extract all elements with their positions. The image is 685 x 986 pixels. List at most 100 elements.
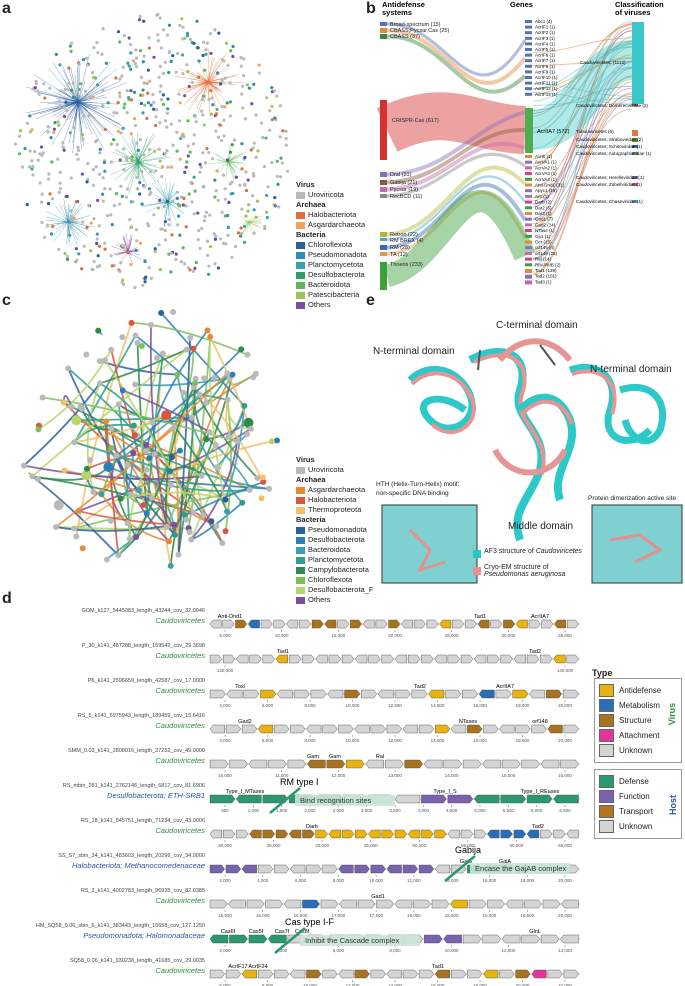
network-node <box>174 252 178 256</box>
type-legend-virus-item: Metabolism <box>599 698 677 713</box>
network-node <box>29 473 36 480</box>
network-node <box>127 97 131 101</box>
network-node <box>158 121 162 125</box>
legend-swatch <box>296 576 305 584</box>
network-node <box>178 233 182 237</box>
network-node <box>83 465 90 472</box>
genome-taxon: Caudoviricetes <box>155 721 205 730</box>
legend-swatch <box>296 596 305 604</box>
legend-c: Virus Uroviricota Archaea Asgardarchaeot… <box>296 455 373 605</box>
network-node <box>163 60 167 64</box>
sankey-gene-node <box>525 280 532 285</box>
network-node <box>79 545 86 552</box>
network-node <box>128 319 135 326</box>
network-node <box>272 89 277 93</box>
network-node <box>96 198 100 203</box>
network-node <box>247 203 251 207</box>
sankey-gene-label: AcrIF12 (1) <box>535 86 558 91</box>
sankey-gene-main-node <box>525 108 533 153</box>
network-node <box>62 105 66 110</box>
sankey-gene-label: AcrIF3 (1) <box>535 36 556 41</box>
axis-tick-label: 12,000 <box>331 773 345 778</box>
network-node <box>130 155 134 159</box>
network-node <box>76 148 81 153</box>
axis-tick-label: 1,500 <box>276 808 288 813</box>
gene-arrow <box>521 759 540 769</box>
network-node <box>125 158 129 162</box>
network-node <box>97 244 102 248</box>
sankey-gene-label: Tad3 (1) <box>535 279 552 284</box>
gene-arrow <box>370 724 386 734</box>
af3-swatch <box>473 550 481 558</box>
gene-arrow <box>566 829 579 839</box>
network-node <box>167 468 174 475</box>
network-node <box>65 257 70 261</box>
axis-tick-label: 6,000 <box>262 738 274 743</box>
network-node <box>239 231 244 235</box>
gene-label: Cas6f <box>221 929 236 935</box>
network-node <box>75 507 82 514</box>
axis-tick-label: 16,000 <box>473 738 487 743</box>
network-node <box>48 86 52 90</box>
network-node <box>207 150 211 155</box>
type-legend-title: Type <box>592 668 613 678</box>
gene-arrow <box>287 759 307 769</box>
network-node <box>196 238 200 242</box>
network-node <box>275 174 280 178</box>
network-node <box>161 93 165 97</box>
network-node <box>192 133 196 137</box>
network-node <box>175 196 179 200</box>
network-node <box>133 61 137 66</box>
gene-arrow <box>209 724 225 734</box>
network-node <box>57 123 61 127</box>
network-node <box>262 165 267 169</box>
network-node <box>207 333 214 340</box>
network-node <box>91 75 96 80</box>
network-node <box>175 149 179 153</box>
sankey-left-label: RM BREX (4) <box>390 238 423 244</box>
network-node <box>95 232 99 236</box>
gene-arrow <box>500 794 526 804</box>
gene-label: Gad2 <box>238 719 251 725</box>
sankey-gene-node <box>525 53 532 57</box>
axis-tick-label: 18,000 <box>473 983 487 986</box>
network-node <box>149 103 153 107</box>
network-node <box>81 470 92 481</box>
sankey-gene-label: AcrIF6 (1) <box>535 53 556 58</box>
gene-arrow <box>225 864 241 874</box>
genome-name: P6_k141_2596659_length_42587_cov_17.0000 <box>87 678 205 684</box>
network-node <box>113 452 120 459</box>
gene-arrow <box>368 654 381 664</box>
network-node <box>240 92 244 96</box>
genome-taxon: Caudoviricetes <box>155 966 205 975</box>
network-node <box>126 187 130 191</box>
network-node <box>156 206 161 210</box>
network-node <box>213 28 217 32</box>
network-node <box>52 130 56 135</box>
network-node <box>77 252 81 256</box>
gene-arrow <box>258 969 274 979</box>
network-node <box>214 189 218 193</box>
network-node <box>230 143 234 147</box>
gene-arrow <box>443 934 462 944</box>
axis-tick-label: 14,000 <box>431 738 445 743</box>
network-node <box>80 267 84 271</box>
network-node <box>147 187 151 191</box>
sankey-gene-label: Abc1 (4) <box>535 19 553 24</box>
gene-arrow <box>243 689 260 699</box>
network-node <box>239 56 243 60</box>
network-node <box>121 244 125 248</box>
gene-arrow <box>567 619 579 629</box>
network-node <box>202 219 206 223</box>
gene-arrow <box>462 689 478 699</box>
sankey-left-node <box>380 180 387 185</box>
network-node <box>190 345 197 352</box>
gene-arrow <box>361 689 377 699</box>
network-node <box>39 145 44 149</box>
legend-label: Others <box>308 595 331 604</box>
legend-swatch <box>296 221 305 229</box>
legend-swatch <box>296 301 305 309</box>
gene-arrow <box>260 689 277 699</box>
axis-tick-label: 6,000 <box>295 878 307 883</box>
axis-tick-label: 18,000 <box>520 878 534 883</box>
